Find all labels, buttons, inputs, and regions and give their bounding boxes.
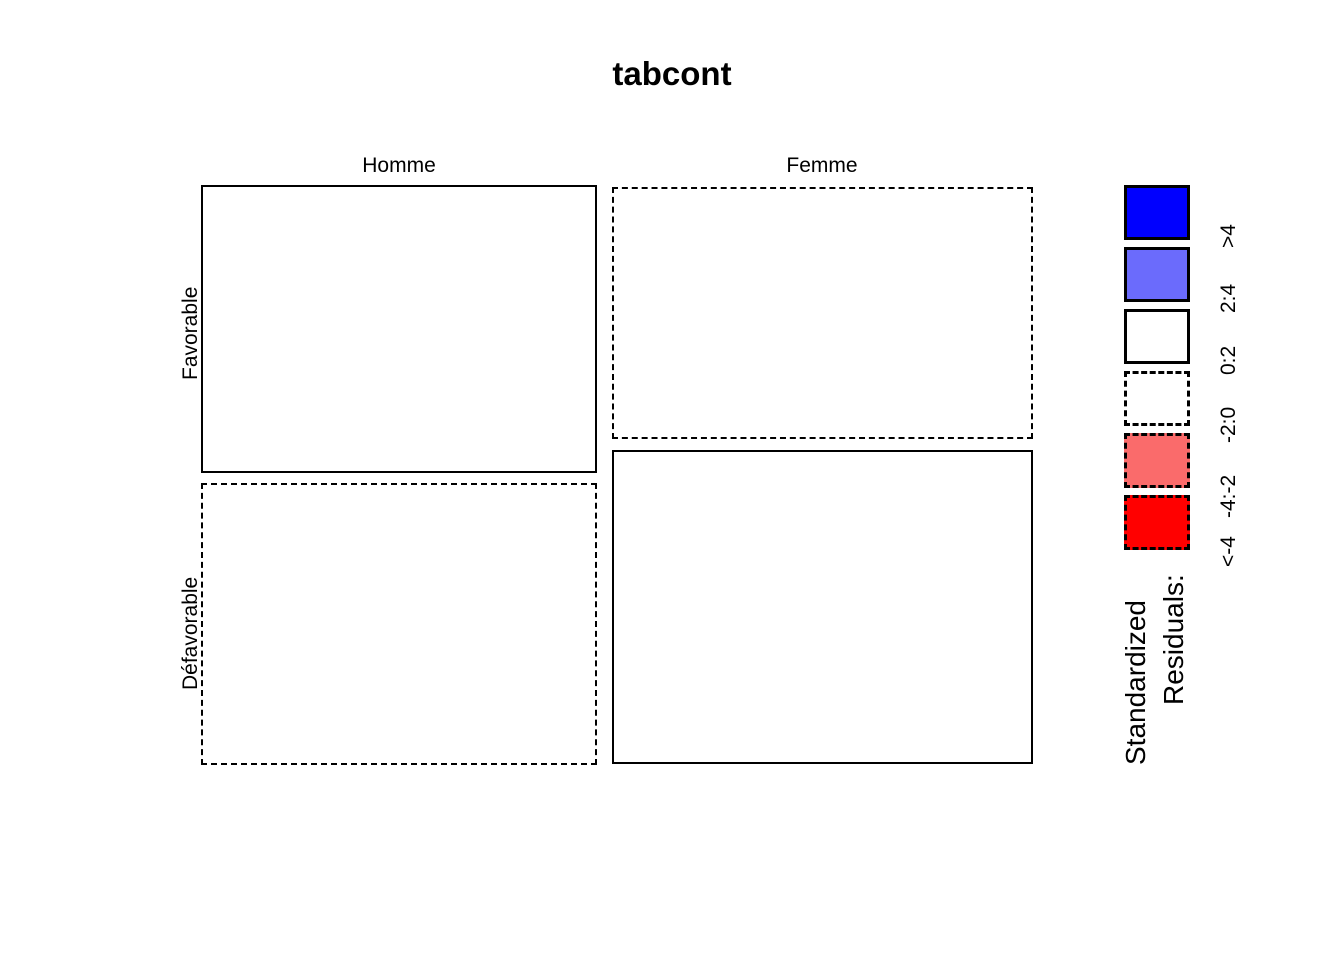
mosaic-tile-femme-defavorable[interactable] [612,450,1033,764]
legend-swatch-2to4 [1124,247,1190,302]
legend: >4 2:4 0:2 -2:0 -4:-2 <-4 Standardized R… [1110,180,1250,780]
legend-label-2to4: 2:4 [1217,283,1240,313]
legend-swatch-gt4 [1124,185,1190,240]
mosaic-tile-homme-favorable[interactable] [201,185,597,473]
legend-title-line-2: Residuals: [1158,574,1189,705]
column-label-homme: Homme [362,154,436,177]
mosaic-tile-homme-defavorable[interactable] [201,483,597,765]
page-title: tabcont [612,55,732,92]
mosaic-tile-femme-favorable[interactable] [612,187,1033,439]
legend-swatch-neg4toneg2 [1124,433,1190,488]
legend-title-line-1: Standardized [1120,599,1151,765]
legend-label-neg4toneg2: -4:-2 [1217,474,1240,518]
column-label-femme: Femme [786,154,858,177]
legend-swatch-ltneg4 [1124,495,1190,550]
legend-label-gt4: >4 [1217,224,1240,248]
legend-label-0to2: 0:2 [1217,345,1240,375]
legend-label-ltneg4: <-4 [1217,536,1240,567]
legend-swatch-0to2 [1124,309,1190,364]
legend-swatch-neg2to0 [1124,371,1190,426]
legend-label-neg2to0: -2:0 [1217,406,1240,443]
